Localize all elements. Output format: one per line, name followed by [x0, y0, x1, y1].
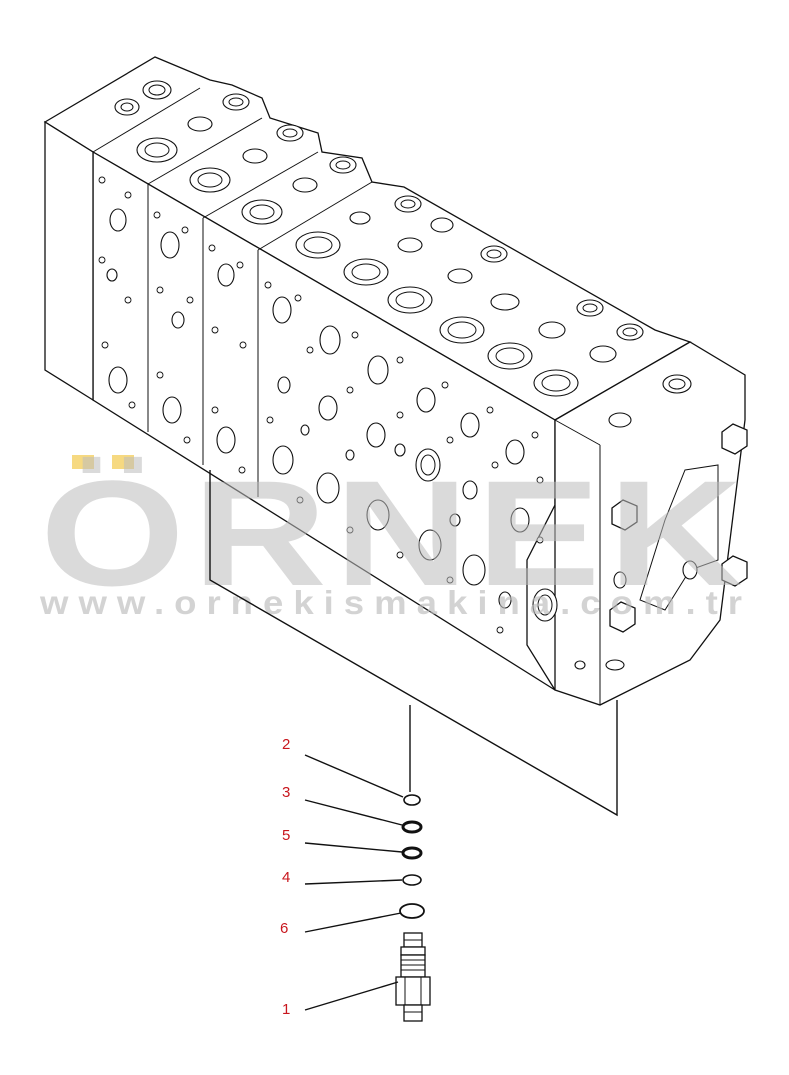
top-ports [114, 80, 692, 428]
callouts: 2 3 5 4 6 1 [280, 736, 290, 1018]
control-valve-body [43, 56, 748, 706]
end-cap-bolts [609, 423, 748, 633]
relief-valve-part-1 [395, 932, 431, 1022]
watermark: ÖRNEK www.ornekismakina.com.tr [39, 449, 752, 621]
end-cap-slot [639, 464, 719, 611]
callout-5: 5 [282, 827, 290, 844]
front-face-holes [106, 208, 530, 609]
valve-left-end-face [44, 120, 94, 402]
leader-3 [304, 799, 403, 826]
end-cap-ports [532, 560, 698, 671]
leader-5 [304, 842, 403, 853]
watermark-url: www.ornekismakina.com.tr [39, 584, 752, 621]
mount-location-lines [209, 470, 618, 817]
leader-1 [304, 981, 399, 1011]
watermark-accent-left [72, 455, 94, 469]
callout-6: 6 [280, 920, 288, 937]
callout-1: 1 [282, 1001, 290, 1018]
section-dividers [92, 87, 601, 705]
backup-ring-part-3 [401, 820, 423, 834]
callout-2: 2 [282, 736, 290, 753]
o-ring-part-6 [399, 903, 425, 919]
leader-lines [304, 754, 404, 1011]
leader-4 [304, 879, 403, 885]
watermark-accent-right [112, 455, 134, 469]
backup-ring-part-5 [401, 846, 423, 860]
callout-4: 4 [282, 869, 290, 886]
exploded-parts [395, 794, 431, 1022]
bolt-dots [98, 176, 544, 634]
watermark-brand: ÖRNEK [40, 449, 750, 617]
o-ring-part-2 [403, 794, 421, 806]
o-ring-part-4 [402, 874, 422, 886]
leader-2 [304, 754, 404, 798]
callout-3: 3 [282, 784, 290, 801]
leader-6 [304, 912, 402, 933]
